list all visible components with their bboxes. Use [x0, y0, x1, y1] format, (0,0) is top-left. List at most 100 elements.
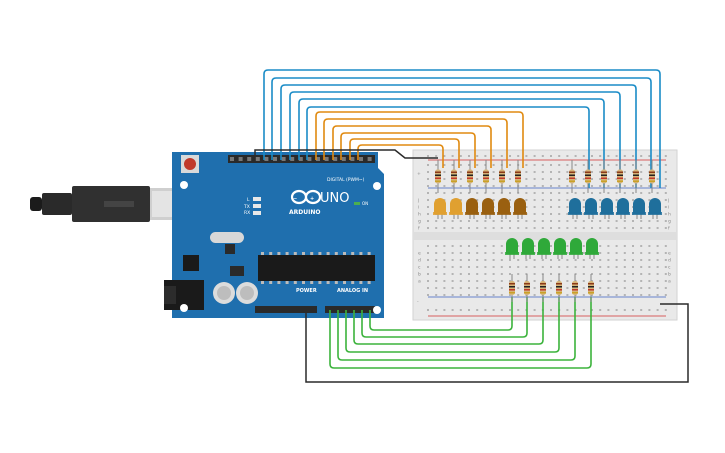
breadboard-hole[interactable] — [435, 266, 438, 268]
breadboard-hole[interactable] — [459, 287, 462, 289]
breadboard-hole[interactable] — [599, 192, 602, 194]
breadboard-hole[interactable] — [525, 206, 528, 208]
breadboard-hole[interactable] — [632, 164, 634, 166]
breadboard-hole[interactable] — [599, 294, 602, 296]
breadboard-hole[interactable] — [582, 171, 585, 173]
breadboard-hole[interactable] — [459, 164, 462, 166]
header-pin[interactable] — [307, 157, 312, 161]
breadboard-hole[interactable] — [468, 220, 470, 222]
breadboard-hole[interactable] — [451, 192, 454, 194]
breadboard-hole[interactable] — [574, 171, 577, 173]
breadboard-hole[interactable] — [525, 266, 528, 268]
blue-wire[interactable] — [306, 106, 590, 188]
breadboard-hole[interactable] — [525, 171, 528, 173]
header-pin[interactable] — [341, 157, 346, 161]
breadboard-hole[interactable] — [443, 245, 446, 247]
breadboard-hole[interactable] — [484, 294, 487, 296]
header-pin[interactable] — [273, 157, 277, 161]
rail-hole[interactable] — [566, 155, 569, 157]
breadboard-hole[interactable] — [500, 259, 503, 261]
breadboard-hole[interactable] — [468, 259, 470, 261]
rail-hole[interactable] — [427, 155, 429, 157]
breadboard-hole[interactable] — [484, 220, 487, 222]
breadboard-hole[interactable] — [533, 287, 536, 289]
breadboard-hole[interactable] — [451, 227, 454, 229]
breadboard-hole[interactable] — [517, 280, 520, 282]
breadboard-hole[interactable] — [451, 294, 454, 296]
breadboard-hole[interactable] — [435, 227, 438, 229]
breadboard-hole[interactable] — [427, 227, 429, 229]
breadboard-hole[interactable] — [632, 294, 634, 296]
breadboard-hole[interactable] — [615, 206, 618, 208]
breadboard-hole[interactable] — [435, 280, 438, 282]
breadboard-hole[interactable] — [566, 266, 569, 268]
breadboard-hole[interactable] — [648, 192, 651, 194]
rail-hole[interactable] — [550, 309, 552, 311]
rail-hole[interactable] — [517, 309, 520, 311]
breadboard-hole[interactable] — [607, 192, 610, 194]
breadboard-hole[interactable] — [525, 164, 528, 166]
breadboard-hole[interactable] — [648, 259, 651, 261]
breadboard-hole[interactable] — [492, 185, 495, 187]
breadboard-hole[interactable] — [566, 199, 569, 201]
breadboard-hole[interactable] — [566, 259, 569, 261]
breadboard-hole[interactable] — [550, 192, 552, 194]
header-pin[interactable] — [367, 157, 372, 161]
breadboard-hole[interactable] — [640, 252, 643, 254]
breadboard-hole[interactable] — [607, 185, 610, 187]
breadboard-hole[interactable] — [476, 164, 479, 166]
breadboard-hole[interactable] — [664, 171, 667, 173]
breadboard-hole[interactable] — [607, 280, 610, 282]
breadboard-hole[interactable] — [623, 259, 626, 261]
breadboard-hole[interactable] — [435, 185, 438, 187]
green-wire[interactable] — [353, 297, 544, 345]
breadboard-hole[interactable] — [566, 178, 569, 180]
breadboard-hole[interactable] — [533, 171, 536, 173]
header-pin[interactable] — [359, 157, 363, 161]
breadboard-hole[interactable] — [656, 227, 659, 229]
breadboard-hole[interactable] — [664, 273, 667, 275]
breadboard-hole[interactable] — [599, 185, 602, 187]
breadboard-hole[interactable] — [582, 266, 585, 268]
breadboard-hole[interactable] — [607, 178, 610, 180]
breadboard-hole[interactable] — [623, 273, 626, 275]
breadboard-hole[interactable] — [525, 273, 528, 275]
breadboard-hole[interactable] — [648, 280, 651, 282]
breadboard-hole[interactable] — [615, 220, 618, 222]
breadboard-hole[interactable] — [550, 199, 552, 201]
breadboard-hole[interactable] — [582, 164, 585, 166]
arduino-uno-board[interactable]: DIGITAL (PWM~) POWER ANALOG IN L TX RX −… — [164, 152, 384, 318]
breadboard-hole[interactable] — [664, 206, 667, 208]
breadboard-hole[interactable] — [582, 185, 585, 187]
breadboard-hole[interactable] — [623, 294, 626, 296]
breadboard-hole[interactable] — [550, 164, 552, 166]
breadboard-hole[interactable] — [664, 294, 667, 296]
breadboard-hole[interactable] — [427, 178, 429, 180]
breadboard-hole[interactable] — [599, 252, 602, 254]
breadboard-hole[interactable] — [550, 259, 552, 261]
breadboard-hole[interactable] — [566, 220, 569, 222]
breadboard-hole[interactable] — [632, 252, 634, 254]
breadboard-hole[interactable] — [451, 220, 454, 222]
breadboard-hole[interactable] — [574, 266, 577, 268]
breadboard-hole[interactable] — [541, 199, 544, 201]
breadboard-hole[interactable] — [541, 206, 544, 208]
breadboard-hole[interactable] — [533, 294, 536, 296]
breadboard-hole[interactable] — [615, 245, 618, 247]
breadboard-hole[interactable] — [492, 245, 495, 247]
rail-hole[interactable] — [533, 309, 536, 311]
breadboard-hole[interactable] — [533, 206, 536, 208]
breadboard-hole[interactable] — [476, 220, 479, 222]
header-pin[interactable] — [298, 157, 303, 161]
breadboard-hole[interactable] — [656, 287, 659, 289]
breadboard-hole[interactable] — [599, 178, 602, 180]
breadboard-hole[interactable] — [599, 227, 602, 229]
header-pin[interactable] — [230, 157, 234, 161]
breadboard-hole[interactable] — [443, 171, 446, 173]
breadboard-hole[interactable] — [640, 178, 643, 180]
breadboard-hole[interactable] — [550, 287, 552, 289]
breadboard-hole[interactable] — [550, 273, 552, 275]
breadboard-hole[interactable] — [582, 259, 585, 261]
breadboard-hole[interactable] — [509, 227, 511, 229]
breadboard-hole[interactable] — [484, 266, 487, 268]
